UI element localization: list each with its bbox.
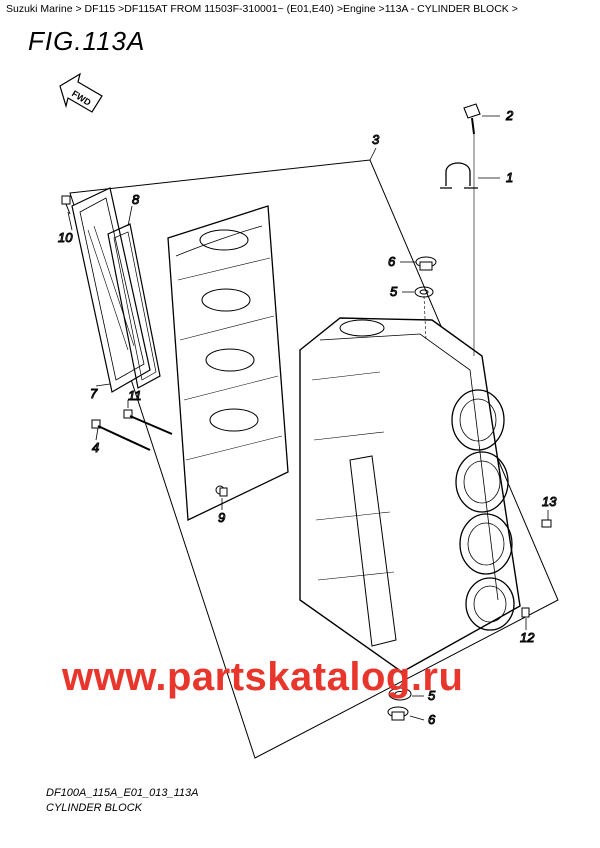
pin-9-icon <box>219 487 228 497</box>
fwd-arrow-icon: FWD <box>59 72 103 113</box>
callout-12[interactable]: 12 <box>520 630 536 646</box>
leader-lines <box>67 115 549 721</box>
washer-5-lower-icon <box>388 687 412 701</box>
crankcase-block <box>167 205 289 521</box>
callout-8[interactable]: 8 <box>132 192 141 208</box>
washer-5-upper-icon <box>414 286 434 298</box>
bracket-icon <box>440 162 478 189</box>
reference-code: DF100A_115A_E01_013_113A <box>46 787 199 799</box>
callout-2[interactable]: 2 <box>505 108 515 124</box>
callout-11[interactable]: 11 <box>128 388 143 404</box>
diagram-caption: CYLINDER BLOCK <box>46 802 142 814</box>
bolt-4-icon <box>91 419 151 451</box>
callout-5-lower[interactable]: 5 <box>428 688 437 704</box>
pin-13-icon <box>541 519 552 528</box>
callout-10[interactable]: 10 <box>58 230 74 246</box>
plug-6-lower-icon <box>387 706 409 721</box>
callout-5-upper[interactable]: 5 <box>390 284 399 300</box>
pin-12-icon <box>521 607 530 618</box>
bolt-10-icon <box>61 195 71 215</box>
cylinder-head-cover <box>71 187 151 393</box>
callout-4[interactable]: 4 <box>92 440 100 456</box>
bolt-2-icon <box>463 103 481 135</box>
callout-13[interactable]: 13 <box>542 494 558 510</box>
callout-1[interactable]: 1 <box>506 170 514 186</box>
gasket <box>107 223 161 389</box>
breadcrumb[interactable]: Suzuki Marine > DF115 >DF115AT FROM 1150… <box>6 3 518 15</box>
callout-6-upper[interactable]: 6 <box>388 254 397 270</box>
assembly-frame <box>69 159 559 759</box>
callout-6-lower[interactable]: 6 <box>428 712 437 728</box>
watermark-text: www.partskatalog.ru <box>62 655 464 699</box>
callout-7[interactable]: 7 <box>90 386 99 402</box>
figure-title: FIG.113A <box>28 26 146 56</box>
callout-9[interactable]: 9 <box>218 510 226 526</box>
cylinder-block <box>299 317 521 673</box>
bolt-11-icon <box>123 409 173 435</box>
callout-3[interactable]: 3 <box>372 132 381 148</box>
plug-6-upper-icon <box>415 256 437 271</box>
